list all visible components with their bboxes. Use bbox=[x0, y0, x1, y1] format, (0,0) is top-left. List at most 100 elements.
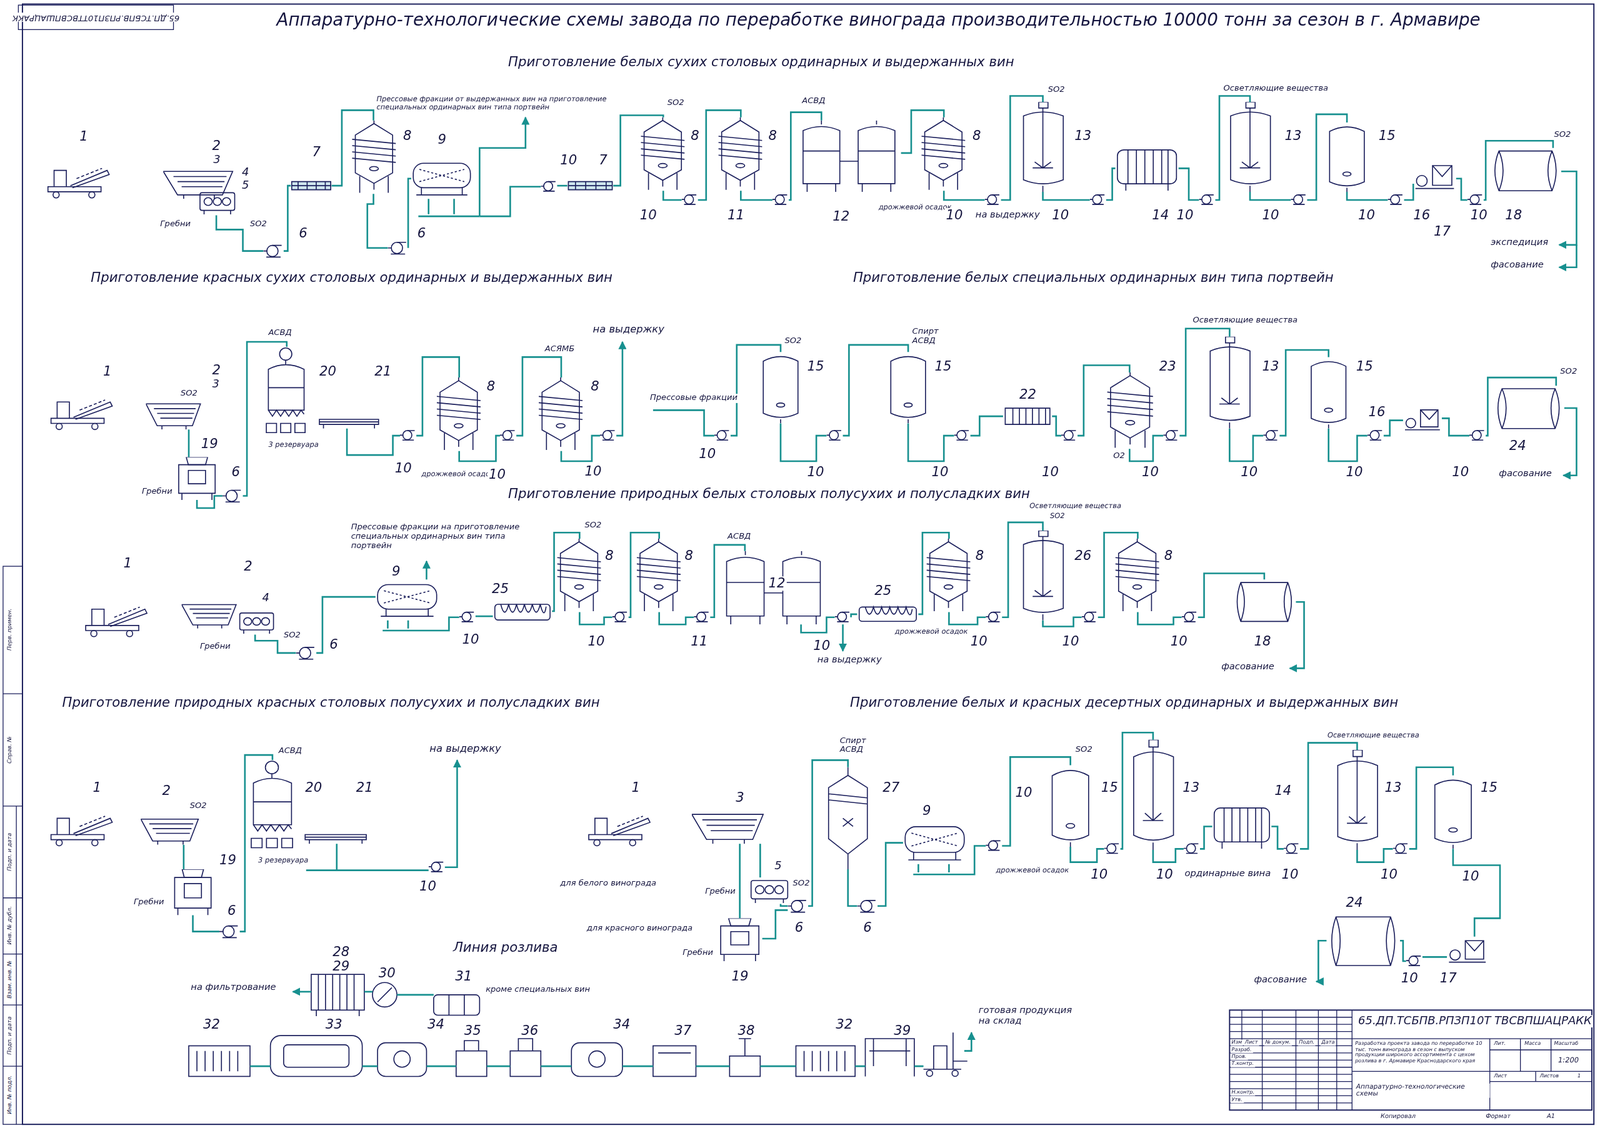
annotation: Перв. примен. bbox=[6, 607, 13, 652]
annotation: Копировал bbox=[1379, 1113, 1417, 1120]
equipment-symbol bbox=[1090, 195, 1105, 205]
equipment-symbol bbox=[140, 819, 199, 845]
path-shape bbox=[1383, 420, 1404, 436]
equipment-symbol bbox=[926, 538, 970, 612]
callout-number: 8 bbox=[401, 128, 413, 144]
path-shape bbox=[551, 532, 580, 612]
path-shape bbox=[1106, 168, 1116, 200]
callout-number: 8 bbox=[971, 128, 982, 144]
annotation: А1 bbox=[1545, 1113, 1556, 1120]
equipment-symbol bbox=[826, 430, 842, 440]
callout-number: 39 bbox=[893, 1023, 912, 1039]
callout-number: 32 bbox=[835, 1017, 854, 1032]
callout-number: 17 bbox=[1438, 971, 1458, 986]
equipment-symbol bbox=[1469, 430, 1485, 440]
annotation: Прессовые фракции от выдержанных вин на … bbox=[375, 95, 645, 112]
circle-shape bbox=[393, 1051, 410, 1068]
path-shape bbox=[1306, 114, 1347, 200]
annotation: 1:200 bbox=[1556, 1056, 1580, 1065]
path-shape bbox=[364, 991, 373, 993]
path-shape bbox=[518, 1038, 533, 1052]
callout-number: 8 bbox=[604, 548, 615, 564]
rect-shape bbox=[510, 1051, 541, 1077]
callout-number: 4 bbox=[240, 166, 250, 179]
annotation: для белого винограда bbox=[559, 879, 658, 889]
path-shape bbox=[1070, 846, 1105, 862]
callout-number: 10 bbox=[638, 208, 658, 223]
path-shape bbox=[516, 356, 562, 436]
equipment-symbol bbox=[263, 245, 282, 258]
callout-number: 8 bbox=[590, 379, 601, 394]
path-shape bbox=[479, 186, 541, 217]
callout-number: 29 bbox=[331, 959, 351, 974]
annotation: Листов bbox=[1538, 1073, 1560, 1080]
callout-number: 10 bbox=[806, 465, 825, 480]
callout-number: 10 bbox=[1040, 465, 1060, 480]
annotation: Пров. bbox=[1230, 1054, 1248, 1060]
equipment-symbol bbox=[751, 880, 789, 904]
annotation: на выдержку bbox=[591, 323, 666, 335]
equipment-symbol bbox=[772, 195, 788, 205]
equipment-symbol bbox=[693, 612, 709, 622]
equipment-symbol bbox=[459, 612, 475, 622]
annotation: Приготовление природных красных столовых… bbox=[61, 695, 601, 710]
path-shape bbox=[1400, 940, 1407, 962]
annotation: Справ. № bbox=[6, 735, 13, 765]
callout-number: 6 bbox=[230, 465, 242, 480]
callout-number: 10 bbox=[1061, 635, 1080, 650]
equipment-symbol bbox=[500, 430, 515, 440]
callout-number: 1 bbox=[630, 780, 642, 795]
annotation: Осветляющие вещества bbox=[1222, 85, 1330, 94]
annotation: SO2 bbox=[188, 801, 208, 811]
annotation: SO2 bbox=[1074, 745, 1094, 755]
callout-number: 10 bbox=[1345, 465, 1364, 480]
callout-number: 15 bbox=[933, 359, 953, 374]
equipment-symbol bbox=[787, 900, 806, 913]
path-shape bbox=[1404, 183, 1414, 200]
path-shape bbox=[1098, 532, 1139, 618]
callout-number: 1 bbox=[1576, 1073, 1582, 1080]
equipment-symbol bbox=[1405, 410, 1440, 430]
path-shape bbox=[730, 345, 781, 436]
equipment-symbol bbox=[714, 430, 730, 440]
equipment-symbol bbox=[145, 403, 200, 430]
annotation: экспедиция bbox=[1490, 237, 1550, 248]
callout-number: 10 bbox=[1356, 208, 1376, 223]
equipment-symbol bbox=[803, 120, 895, 192]
annotation: АСЯМБ bbox=[543, 345, 576, 354]
callout-number: 22 bbox=[1018, 387, 1037, 402]
path-shape bbox=[788, 112, 822, 200]
callout-number: 36 bbox=[520, 1023, 540, 1039]
equipment-symbol bbox=[1415, 165, 1455, 189]
equipment-symbol bbox=[222, 490, 241, 502]
callout-number: 20 bbox=[304, 780, 324, 795]
equipment-symbol bbox=[436, 377, 481, 450]
equipment-symbol bbox=[1005, 408, 1050, 425]
callout-number: 6 bbox=[328, 637, 340, 652]
path-shape bbox=[418, 198, 480, 217]
rect-shape bbox=[270, 1035, 363, 1077]
path-shape bbox=[1051, 416, 1062, 436]
callout-number: 31 bbox=[454, 969, 474, 984]
equipment-symbol bbox=[200, 192, 235, 215]
annotation: Лит. bbox=[1493, 1040, 1507, 1047]
path-shape bbox=[293, 991, 312, 993]
callout-number: 16 bbox=[1412, 208, 1432, 223]
callout-number: 10 bbox=[1014, 785, 1034, 800]
callout-number: 10 bbox=[586, 635, 606, 650]
callout-number: 15 bbox=[1355, 359, 1374, 374]
equipment-symbol bbox=[1367, 430, 1383, 440]
equipment-symbol bbox=[640, 117, 685, 190]
path-shape bbox=[1153, 848, 1184, 862]
path-shape bbox=[183, 845, 185, 870]
equipment-symbol bbox=[178, 456, 215, 500]
annotation: Осветляющие вещества bbox=[1191, 316, 1299, 325]
callout-number: 10 bbox=[1451, 465, 1470, 480]
equipment-symbol bbox=[377, 585, 437, 617]
path-shape bbox=[306, 843, 429, 870]
path-shape bbox=[738, 1038, 752, 1057]
callout-number: 37 bbox=[673, 1023, 693, 1039]
equipment-symbol bbox=[718, 117, 762, 190]
path-shape bbox=[1179, 328, 1230, 436]
annotation: Гребни bbox=[704, 887, 737, 897]
